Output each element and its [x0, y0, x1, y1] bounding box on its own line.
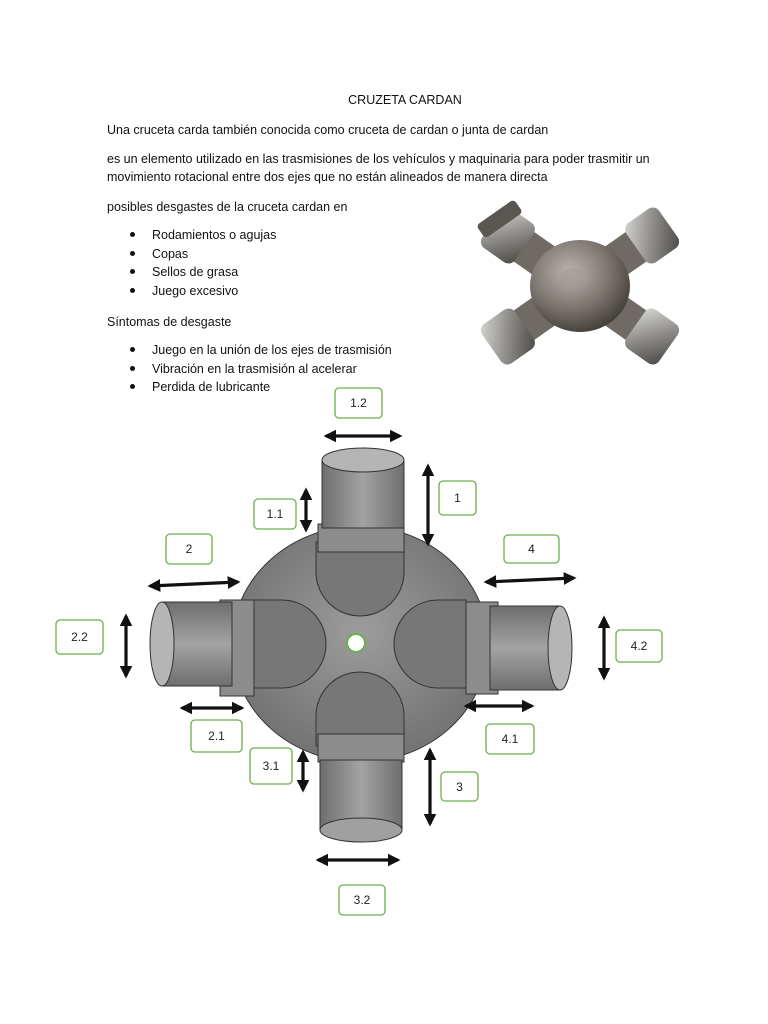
label-4-2: 4.2	[615, 629, 663, 663]
svg-text:1.2: 1.2	[350, 396, 367, 410]
boss-left	[253, 599, 327, 689]
svg-text:1.1: 1.1	[267, 507, 284, 521]
list-item: Rodamientos o agujas	[107, 226, 276, 245]
label-3-2: 3.2	[338, 884, 386, 916]
label-2-2: 2.2	[55, 619, 104, 655]
svg-text:3: 3	[456, 780, 463, 794]
boss-top	[315, 541, 405, 617]
cruceta-diagram: 1.2 1 1.1 2 4 2.2 4.2 2.1 4.1 3.1 3 3.2	[55, 387, 663, 916]
list-item: Copas	[107, 245, 276, 264]
label-1-1: 1.1	[253, 498, 297, 530]
svg-text:1: 1	[454, 491, 461, 505]
description-line-2: movimiento rotacional entre dos ejes que…	[107, 170, 548, 184]
label-2-1: 2.1	[190, 719, 243, 753]
symptoms-list: Juego en la unión de los ejes de trasmis…	[107, 341, 392, 397]
svg-text:4: 4	[528, 542, 535, 556]
svg-text:2: 2	[186, 542, 193, 556]
list-item: Perdida de lubricante	[107, 378, 392, 397]
boss-right	[393, 599, 467, 689]
wear-heading: posibles desgastes de la cruceta cardan …	[107, 200, 348, 214]
wear-list: Rodamientos o agujas Copas Sellos de gra…	[107, 226, 276, 301]
svg-text:2.2: 2.2	[71, 630, 88, 644]
list-item: Juego en la unión de los ejes de trasmis…	[107, 341, 392, 360]
arrow-4	[483, 572, 577, 588]
grease-hole	[346, 633, 366, 653]
label-1: 1	[438, 480, 477, 516]
svg-text:4.2: 4.2	[631, 639, 648, 653]
document-title: CRUZETA CARDAN	[348, 93, 462, 107]
list-item: Juego excesivo	[107, 282, 276, 301]
universal-joint-photo	[477, 200, 680, 365]
label-4-1: 4.1	[485, 723, 535, 755]
label-3: 3	[440, 771, 479, 802]
intro-paragraph: Una cruceta carda también conocida como …	[107, 123, 549, 137]
label-1-2: 1.2	[334, 387, 383, 419]
svg-text:3.1: 3.1	[263, 759, 280, 773]
list-item: Vibración en la trasmisión al acelerar	[107, 360, 392, 379]
description-line-1: es un elemento utilizado en las trasmisi…	[107, 152, 650, 166]
label-2: 2	[165, 533, 213, 565]
svg-text:4.1: 4.1	[502, 732, 519, 746]
svg-text:2.1: 2.1	[208, 729, 225, 743]
description-paragraph: es un elemento utilizado en las trasmisi…	[107, 150, 650, 186]
arrow-2	[147, 576, 241, 592]
svg-text:3.2: 3.2	[354, 893, 371, 907]
label-4: 4	[503, 534, 560, 564]
boss-bottom	[315, 671, 405, 747]
symptoms-heading: Síntomas de desgaste	[107, 315, 232, 329]
label-3-1: 3.1	[249, 747, 293, 785]
list-item: Sellos de grasa	[107, 263, 276, 282]
